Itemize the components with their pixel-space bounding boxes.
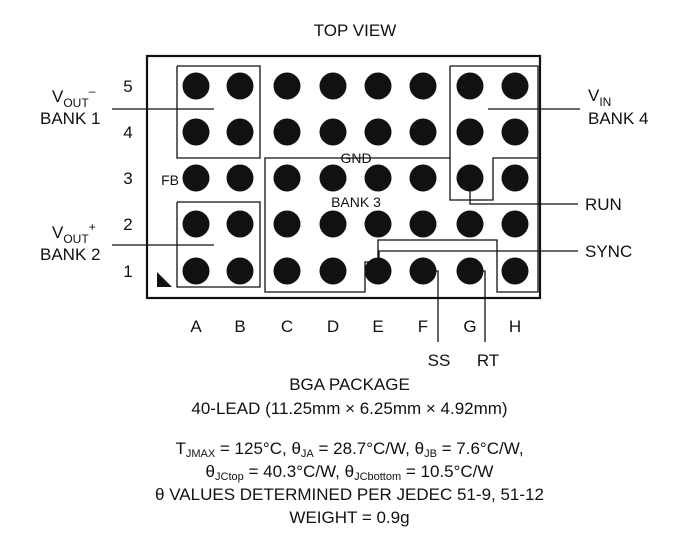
gnd-label: GND: [340, 150, 371, 166]
weight-note: WEIGHT = 0.9g: [289, 508, 410, 527]
bank2-label: BANK 2: [40, 245, 100, 264]
ball-H3: [501, 164, 529, 192]
column-label-B: B: [234, 317, 245, 336]
run-leader: [469, 178, 578, 205]
row-label-4: 4: [123, 123, 132, 142]
column-label-C: C: [281, 317, 293, 336]
row-label-1: 1: [123, 262, 132, 281]
column-label-G: G: [463, 317, 476, 336]
ball-B3: [226, 164, 254, 192]
ball-C2: [273, 210, 301, 238]
ball-D1: [319, 257, 347, 285]
run-label: RUN: [585, 195, 622, 214]
ball-D5: [319, 72, 347, 100]
column-label-E: E: [372, 317, 383, 336]
ball-F3: [409, 164, 437, 192]
thermal-line1: TJMAX = 125°C, θJA = 28.7°C/W, θJB = 7.6…: [175, 439, 524, 460]
bank1-label: BANK 1: [40, 109, 100, 128]
bank2-outline: [176, 201, 261, 288]
column-label-D: D: [327, 317, 339, 336]
vin-label: VIN: [588, 86, 611, 109]
bank3-outline: [264, 65, 539, 293]
vout-plus-label: VOUT+: [52, 220, 96, 246]
ball-G4: [456, 118, 484, 146]
rt-label: RT: [477, 351, 499, 370]
bga-pinout-diagram: TOP VIEW A B C D E F G H 5 4 3 2 1 FB GND BANK 3 VO…: [40, 21, 648, 370]
ball-H2: [501, 210, 529, 238]
ball-D2: [319, 210, 347, 238]
ball-E2: [364, 210, 392, 238]
pin1-marker: [157, 272, 172, 287]
sync-leader: [378, 250, 578, 271]
bank4-outline: [449, 66, 538, 201]
ball-B1: [226, 257, 254, 285]
column-label-F: F: [418, 317, 428, 336]
bank1-outline: [176, 65, 261, 159]
ball-H1: [501, 257, 529, 285]
ball-D4: [319, 118, 347, 146]
ball-A1: [182, 257, 210, 285]
ball-E5: [364, 72, 392, 100]
ball-A4: [182, 118, 210, 146]
ball-C4: [273, 118, 301, 146]
jedec-note: θ VALUES DETERMINED PER JEDEC 51-9, 51-1…: [155, 485, 544, 504]
ball-C5: [273, 72, 301, 100]
row-label-3: 3: [123, 169, 132, 188]
ball-D3: [319, 164, 347, 192]
thermal-line2: θJCtop = 40.3°C/W, θJCbottom = 10.5°C/W: [205, 462, 494, 483]
ball-F2: [409, 210, 437, 238]
diagram-title: TOP VIEW: [314, 21, 397, 40]
bank4-label: BANK 4: [588, 109, 648, 128]
rt-leader: [470, 270, 486, 342]
ball-E3: [364, 164, 392, 192]
ball-C3: [273, 164, 301, 192]
ball-G5: [456, 72, 484, 100]
column-label-A: A: [190, 317, 202, 336]
ball-A5: [182, 72, 210, 100]
ss-leader: [423, 270, 439, 342]
sync-label: SYNC: [585, 242, 632, 261]
ball-B4: [226, 118, 254, 146]
ball-A3: [182, 164, 210, 192]
vout-minus-label: VOUT–: [52, 84, 96, 110]
ball-E1: [364, 257, 392, 285]
ball-F4: [409, 118, 437, 146]
ball-grid: [182, 72, 529, 285]
fb-label: FB: [161, 172, 179, 188]
ball-H4: [501, 118, 529, 146]
row-label-2: 2: [123, 215, 132, 234]
package-line2: 40-LEAD (11.25mm × 6.25mm × 4.92mm): [191, 399, 508, 418]
column-label-H: H: [509, 317, 521, 336]
ball-B5: [226, 72, 254, 100]
package-line1: BGA PACKAGE: [289, 375, 410, 394]
ball-C1: [273, 257, 301, 285]
ball-H5: [501, 72, 529, 100]
package-outline: [145, 54, 542, 300]
ball-G2: [456, 210, 484, 238]
row-label-5: 5: [123, 77, 132, 96]
ball-A2: [182, 210, 210, 238]
ball-E4: [364, 118, 392, 146]
column-labels: A B C D E F G H: [190, 317, 521, 336]
ss-label: SS: [428, 351, 451, 370]
ball-B2: [226, 210, 254, 238]
ball-F5: [409, 72, 437, 100]
row-labels: 5 4 3 2 1: [123, 77, 132, 281]
gnd-bank-label: BANK 3: [331, 194, 381, 210]
